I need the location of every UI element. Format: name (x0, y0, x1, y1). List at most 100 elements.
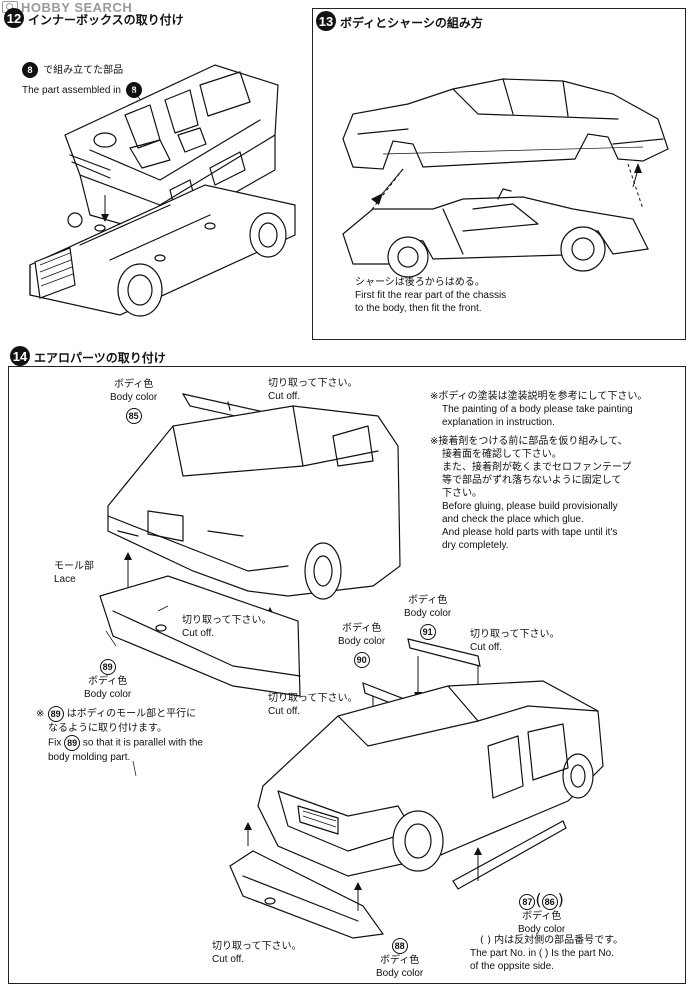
label-90: ボディ色 Body color 90 (338, 622, 385, 668)
body-color-en-87: Body color (518, 924, 566, 935)
cut-label-2: 切り取って下さい。 Cut off. (182, 614, 272, 640)
label-91: ボディ色 Body color 91 (404, 594, 451, 640)
fix-part-89-en: 89 (64, 735, 81, 751)
fix-mark: ※ (36, 708, 45, 720)
front-spoiler-91 (407, 638, 481, 667)
car-body-side (342, 78, 669, 170)
notes-block: ※ボディの塗装は塗装説明を参考にして下さい。 The painting of a… (430, 390, 647, 552)
rear-bumper-89 (99, 575, 301, 697)
fix-jp-1: はボディのモール部と平行に (66, 708, 197, 720)
fix-jp-2: なるように取り付けます。 (48, 723, 167, 734)
step-14-illustration (99, 393, 604, 939)
step-number-12: 12 (4, 8, 24, 28)
leader-89 (105, 630, 117, 647)
guide-front (627, 163, 644, 210)
step-13-panel: 13 ボディとシャーシの組み方 シャーシは後ろからはめる。 First fit … (312, 8, 686, 340)
part-number-89: 89 (99, 659, 116, 675)
body-color-jp-89: ボディ色 (87, 676, 128, 687)
step-number-14: 14 (10, 346, 30, 366)
step-14-panel (8, 366, 686, 984)
note-paint-en-2: explanation in instruction. (442, 417, 555, 428)
step-13-illustration (342, 78, 669, 278)
lace-en: Lace (54, 574, 76, 585)
paren-jp: ( ) 内は反対側の部品番号です。 (480, 935, 624, 946)
lace-jp: モール部 (54, 561, 94, 572)
fix-en-2: body molding part. (48, 752, 131, 763)
lace-label: モール部 Lace (54, 560, 94, 586)
cut-jp-2: 切り取って下さい。 (182, 615, 272, 626)
label-88: 88 ボディ色 Body color (376, 934, 423, 980)
cut-label-1: 切り取って下さい。 Cut off. (268, 377, 358, 403)
cut-en-1: Cut off. (268, 391, 301, 402)
step-12-illustration (29, 64, 296, 317)
step-12-note-en: The part assembled in (22, 85, 121, 96)
step-13-note-jp: シャーシは後ろからはめる。 (355, 277, 485, 288)
car-front-view (257, 680, 604, 877)
body-color-jp-85: ボディ色 (113, 379, 154, 390)
part-number-86: 86 (541, 894, 558, 910)
step-13-note: シャーシは後ろからはめる。 First fit the rear part of… (355, 276, 506, 315)
note-glue-en-3: And please hold parts with tape until it… (442, 527, 618, 538)
paren-en-1: The part No. in ( ) Is the part No. (470, 948, 614, 959)
paren-en-2: of the oppsite side. (470, 961, 554, 972)
fix-part-89: 89 (47, 706, 64, 722)
chassis-side (342, 188, 649, 278)
step-13-note-en-1: First fit the rear part of the chassis (355, 290, 507, 301)
part-number-87: 87 (519, 894, 536, 910)
cut-label-4: 切り取って下さい。 Cut off. (268, 692, 358, 718)
fix-en-pre: Fix (48, 737, 62, 749)
step-12-note: 8 で組み立てた部品 The part assembled in 8 (22, 58, 143, 98)
cut-label-5: 切り取って下さい。 Cut off. (212, 940, 302, 966)
label-85: ボディ色 Body color 85 (110, 378, 157, 424)
side-skirt-87 (452, 820, 567, 890)
step-14-title: エアロパーツの取り付け (34, 351, 166, 365)
cut-jp-3: 切り取って下さい。 (470, 629, 560, 640)
cut-en-3: Cut off. (470, 642, 503, 653)
label-87-86: 87(86) ボディ色 Body color (518, 890, 566, 935)
car-rear-view (107, 405, 401, 600)
body-color-en-88: Body color (376, 968, 424, 979)
fix-note: ※ 89 はボディのモール部と平行に なるように取り付けます。 Fix 89 s… (36, 706, 203, 764)
cut-label-3: 切り取って下さい。 Cut off. (470, 628, 560, 654)
step-12-note-jp: で組み立てた部品 (43, 65, 124, 76)
body-color-jp-88: ボディ色 (379, 955, 420, 966)
step-number-13: 13 (316, 11, 336, 31)
cut-en-2: Cut off. (182, 628, 215, 639)
part-number-91: 91 (419, 624, 436, 640)
leader-85 (132, 760, 137, 777)
body-color-en-90: Body color (338, 636, 386, 647)
step-12-title: インナーボックスの取り付け (28, 13, 184, 27)
cut-en-4: Cut off. (268, 706, 301, 717)
part-number-90: 90 (353, 652, 370, 668)
fix-en-1: so that it is parallel with the (82, 737, 203, 749)
note-glue-jp-3: また、接着剤が乾くまでセロファンテープ (442, 462, 632, 473)
body-color-en-89: Body color (84, 689, 132, 700)
body-color-jp-91: ボディ色 (407, 595, 448, 606)
body-color-en-85: Body color (110, 392, 158, 403)
step-13-title: ボディとシャーシの組み方 (340, 16, 483, 30)
body-color-en-91: Body color (404, 608, 452, 619)
note-glue-en-2: and check the place which glue. (442, 514, 584, 525)
body-color-jp-90: ボディ色 (341, 623, 382, 634)
note-glue-jp-5: 下さい。 (442, 488, 482, 499)
part-number-85: 85 (125, 408, 142, 424)
note-glue-jp-1: ※接着剤をつける前に部品を仮り組みして、 (430, 436, 628, 447)
body-color-jp-87: ボディ色 (521, 911, 562, 922)
note-glue-jp-4: 等で部品がずれ落ちないように固定して (442, 475, 622, 486)
note-paint-en-1: The painting of a body please take paint… (442, 404, 633, 415)
cut-jp-5: 切り取って下さい。 (212, 941, 302, 952)
step-13-note-en-2: to the body, then fit the front. (355, 303, 482, 314)
label-89: 89 ボディ色 Body color (84, 655, 131, 701)
note-glue-en-1: Before gluing, please build provisionall… (442, 501, 618, 512)
cut-jp-4: 切り取って下さい。 (268, 693, 358, 704)
note-glue-jp-2: 接着面を確認して下さい。 (442, 449, 562, 460)
cut-jp-1: 切り取って下さい。 (268, 378, 358, 389)
paren-note: ( ) 内は反対側の部品番号です。 The part No. in ( ) Is… (470, 934, 623, 973)
step-ref-badge-2: 8 (126, 82, 143, 98)
chassis (29, 184, 296, 317)
note-glue-en-4: dry completely. (442, 540, 509, 551)
front-bumper-88 (229, 850, 385, 939)
cut-en-5: Cut off. (212, 954, 245, 965)
note-paint-jp: ※ボディの塗装は塗装説明を参考にして下さい。 (430, 391, 648, 402)
part-number-88: 88 (391, 938, 408, 954)
